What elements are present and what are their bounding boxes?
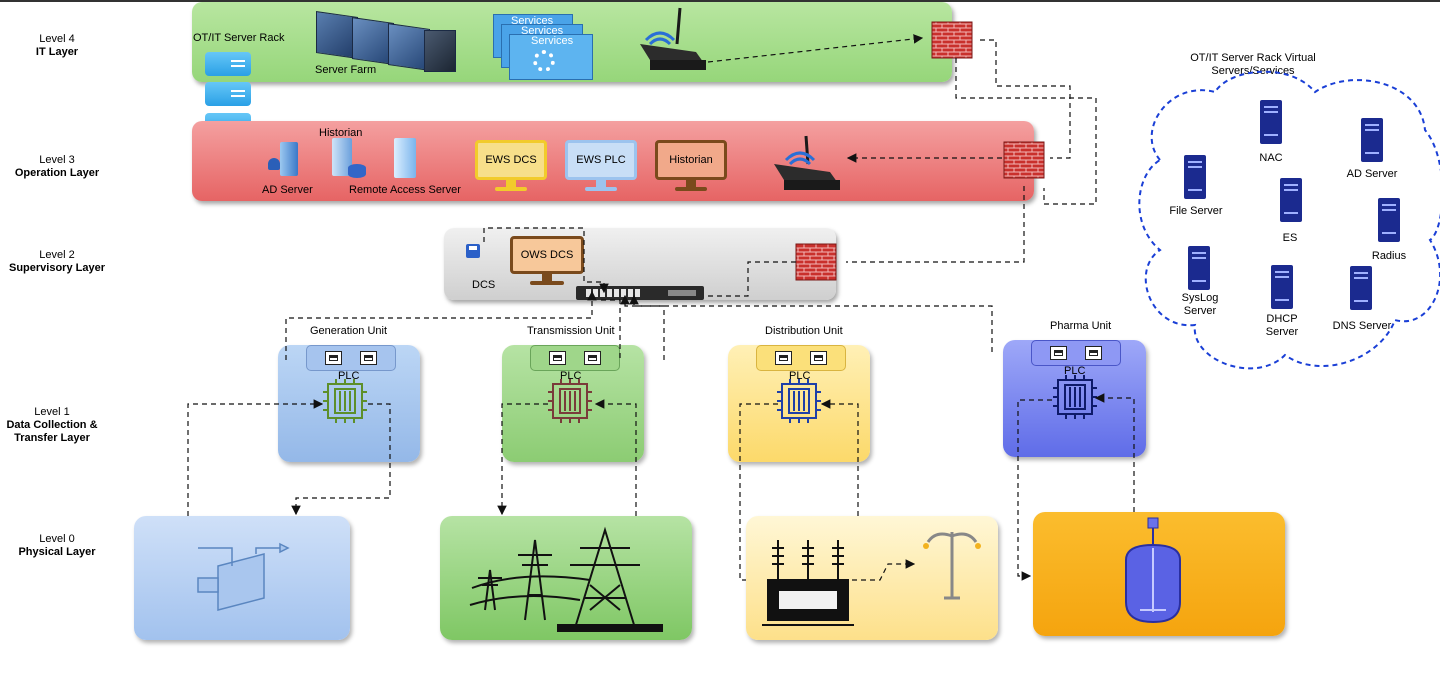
ad-server-icon <box>268 142 304 180</box>
historian-db-icon <box>330 138 370 182</box>
plc-chip-icon-transmission <box>548 379 592 423</box>
remote-access-icon <box>394 138 420 178</box>
server-farm-icon <box>312 11 458 72</box>
turbine-icon <box>197 542 290 611</box>
firewall-icon-operation <box>1003 141 1045 179</box>
transmission-tower-icon <box>469 526 663 632</box>
wifi-router-icon-operation <box>774 135 840 190</box>
virtual-services-cloud <box>1138 70 1440 370</box>
firewall-icon-it <box>931 21 973 59</box>
server-label-dns: DNS Server <box>1332 320 1392 332</box>
generation-unit-label: Generation Unit <box>310 325 388 337</box>
monitor-historian-screen: Historian <box>655 140 727 180</box>
substation-icon <box>762 540 854 626</box>
server-icon-nac <box>1260 100 1282 144</box>
level-2-name: Supervisory Layer <box>9 262 105 274</box>
level-1-name: Data Collection & Transfer Layer <box>6 419 98 444</box>
reactor-vessel-icon <box>1125 517 1181 624</box>
services-label-1: Services <box>511 15 554 27</box>
monitor-ows-dcs-screen: OWS DCS <box>510 236 584 274</box>
level-2-number: Level 2 <box>39 249 75 261</box>
plc-chip-icon-distribution <box>777 379 821 423</box>
server-icon-radius <box>1378 198 1400 242</box>
pharma-unit-label: Pharma Unit <box>1050 320 1112 332</box>
level-4-number: Level 4 <box>39 33 75 45</box>
plc-chip-icon-pharma <box>1053 375 1097 419</box>
server-label-es: ES <box>1282 232 1298 244</box>
monitor-ews-dcs-screen: EWS DCS <box>475 140 547 180</box>
server-label-file: File Server <box>1169 205 1223 217</box>
rack-server-1 <box>205 52 251 76</box>
ethernet-port-icon <box>360 351 377 365</box>
server-icon-dhcp <box>1271 265 1293 309</box>
monitor-ews-plc: EWS PLC <box>565 140 637 192</box>
ethernet-port-icon <box>549 351 566 365</box>
services-label-3: Services <box>531 35 574 47</box>
server-label-nac: NAC <box>1259 152 1283 164</box>
server-icon-ad <box>1361 118 1383 162</box>
historian-top-label: Historian <box>319 127 363 139</box>
services-label-2: Services <box>521 25 564 37</box>
street-lamp-icon <box>923 532 981 600</box>
ethernet-port-icon <box>810 351 827 365</box>
distribution-plc-label: PLC <box>789 370 811 382</box>
server-icon-es <box>1280 178 1302 222</box>
remote-access-label: Remote Access Server <box>349 184 461 196</box>
monitor-ows-dcs: OWS DCS <box>510 236 584 288</box>
services-stack: Services Services Services <box>493 14 593 80</box>
server-icon-file <box>1184 155 1206 199</box>
rack-server-2 <box>205 82 251 106</box>
wifi-router-icon-it <box>640 7 706 70</box>
level-3-number: Level 3 <box>39 154 75 166</box>
server-label-dhcp: DHCP Server <box>1265 313 1299 338</box>
firewall-icon-supervisory <box>795 243 837 281</box>
level-0-number: Level 0 <box>39 533 75 545</box>
plc-chip-icon-generation <box>323 379 367 423</box>
monitor-historian: Historian <box>655 140 727 192</box>
distribution-unit-label: Distribution Unit <box>765 325 843 337</box>
server-label-ad: AD Server <box>1346 168 1398 180</box>
server-farm-label: Server Farm <box>315 64 377 76</box>
level-0-name: Physical Layer <box>18 546 96 558</box>
ethernet-port-icon <box>325 351 342 365</box>
top-border <box>0 0 1440 2</box>
ethernet-port-icon <box>1085 346 1102 360</box>
transmission-plc-label: PLC <box>560 370 582 382</box>
ad-server-label: AD Server <box>262 184 313 196</box>
level-1-number: Level 1 <box>34 406 70 418</box>
ethernet-port-icon <box>584 351 601 365</box>
distribution-port-box <box>756 345 846 371</box>
server-icon-syslog <box>1188 246 1210 290</box>
cloud-title: OT/IT Server Rack Virtual Servers/Servic… <box>1190 52 1316 77</box>
server-label-syslog: SysLog Server <box>1181 292 1219 317</box>
dcs-label: DCS <box>472 279 496 291</box>
transmission-unit-label: Transmission Unit <box>527 325 615 337</box>
ethernet-port-icon <box>1050 346 1067 360</box>
floppy-icon <box>466 244 482 260</box>
monitor-ews-dcs: EWS DCS <box>475 140 547 192</box>
transmission-port-box <box>530 345 620 371</box>
generation-port-box <box>306 345 396 371</box>
server-label-radius: Radius <box>1371 250 1407 262</box>
monitor-ews-plc-screen: EWS PLC <box>565 140 637 180</box>
level-3-name: Operation Layer <box>14 167 100 179</box>
ethernet-port-icon <box>775 351 792 365</box>
level-4-name: IT Layer <box>35 46 79 58</box>
server-icon-dns <box>1350 266 1372 310</box>
pharma-plc-label: PLC <box>1064 365 1086 377</box>
server-rack-label: OT/IT Server Rack <box>193 32 285 44</box>
pharma-port-box <box>1031 340 1121 366</box>
gear-icon <box>533 50 555 72</box>
